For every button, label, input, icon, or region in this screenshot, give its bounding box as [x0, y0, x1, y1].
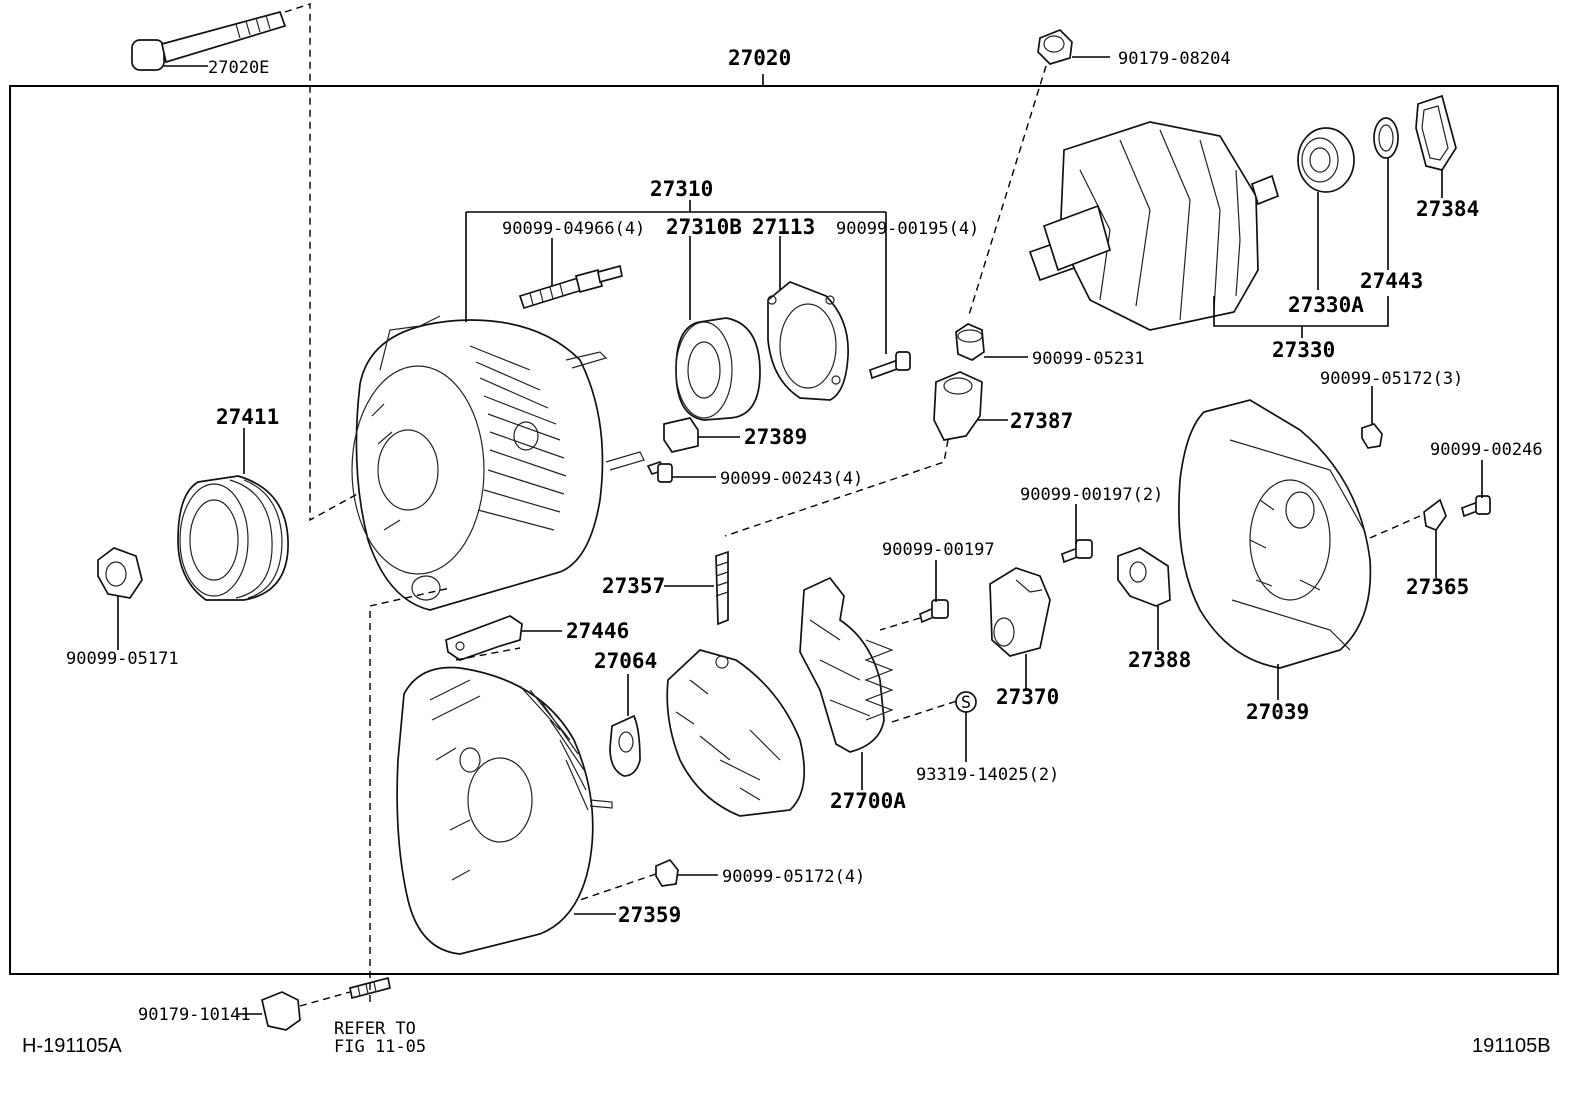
s-symbol-label: S: [961, 693, 971, 713]
bolt-27020E-part[interactable]: [131, 10, 287, 71]
label-fig-reference: FIG 11-05: [334, 1037, 426, 1057]
label-27387: 27387: [1010, 409, 1073, 433]
label-27064: 27064: [594, 649, 657, 673]
label-27020E: 27020E: [208, 58, 269, 78]
label-90099-05231: 90099-05231: [1032, 349, 1145, 369]
terminal-27365-part[interactable]: [1423, 498, 1447, 532]
bushing-27387-part[interactable]: [933, 371, 983, 441]
label-27443: 27443: [1360, 269, 1423, 293]
label-27384: 27384: [1416, 197, 1479, 221]
terminal-27446-part[interactable]: [445, 615, 523, 661]
label-27359: 27359: [618, 903, 681, 927]
label-27365: 27365: [1406, 575, 1469, 599]
s-symbol-washer: S: [955, 691, 977, 713]
label-93319-14025: 93319-14025(2): [916, 765, 1059, 785]
bearing-27330A-part[interactable]: [1297, 127, 1355, 193]
brush-holder-27370-part[interactable]: [989, 567, 1051, 657]
label-27446: 27446: [566, 619, 629, 643]
regulator-27700A-part[interactable]: [799, 576, 894, 753]
label-27020: 27020: [728, 46, 791, 70]
plate-27113-part[interactable]: [767, 281, 849, 401]
label-27389: 27389: [744, 425, 807, 449]
label-27357: 27357: [602, 574, 665, 598]
rotor-part[interactable]: [1028, 121, 1280, 331]
nut-90179-08204-part[interactable]: [1037, 29, 1073, 65]
label-90099-00246: 90099-00246: [1430, 440, 1543, 460]
screw-90099-00195-part[interactable]: [868, 351, 911, 380]
nut-90099-05172-4-part[interactable]: [655, 858, 679, 887]
bearing-27310B-part[interactable]: [675, 317, 761, 421]
nut-90099-05171-part[interactable]: [97, 547, 143, 599]
label-27113: 27113: [752, 215, 815, 239]
label-27388: 27388: [1128, 648, 1191, 672]
cover-27388-part[interactable]: [1117, 547, 1171, 607]
label-27330: 27330: [1272, 338, 1335, 362]
rectifier-end-frame-27359-part[interactable]: [396, 666, 613, 955]
label-27411: 27411: [216, 405, 279, 429]
cap-90099-05231-part[interactable]: [955, 323, 985, 361]
label-27310B: 27310B: [666, 215, 742, 239]
cap-27389-part[interactable]: [663, 417, 699, 453]
label-27330A: 27330A: [1288, 293, 1364, 317]
label-90099-05172-3: 90099-05172(3): [1320, 369, 1463, 389]
label-90099-05171: 90099-05171: [66, 649, 179, 669]
screw-90099-00246-part[interactable]: [1460, 495, 1491, 518]
label-90099-00195: 90099-00195(4): [836, 219, 979, 239]
label-90179-08204: 90179-08204: [1118, 49, 1231, 69]
label-27039: 27039: [1246, 700, 1309, 724]
insulator-27064-part[interactable]: [609, 714, 641, 777]
assembly-frame: [9, 85, 1559, 975]
footer-right-code: 191105B: [1472, 1035, 1551, 1057]
label-90099-00197-2: 90099-00197(2): [1020, 485, 1163, 505]
label-90099-00243: 90099-00243(4): [720, 469, 863, 489]
washer-27443-part[interactable]: [1373, 117, 1399, 159]
drive-end-frame-part[interactable]: [351, 315, 645, 611]
label-90099-00197: 90099-00197: [882, 540, 995, 560]
rectifier-27357-part[interactable]: [666, 550, 806, 817]
screw-90099-00197-2-part[interactable]: [1060, 539, 1093, 564]
stud-90099-04966-part[interactable]: [518, 264, 623, 310]
nut-90099-05172-3-part[interactable]: [1361, 423, 1383, 449]
label-27700A: 27700A: [830, 789, 906, 813]
footer-left-code: H-191105A: [22, 1035, 122, 1057]
screw-90099-00243-part[interactable]: [646, 460, 673, 483]
label-90179-10141: 90179-10141: [138, 1005, 251, 1025]
cover-27384-part[interactable]: [1415, 94, 1457, 171]
pulley-27411-part[interactable]: [177, 475, 289, 601]
label-90099-05172-4: 90099-05172(4): [722, 867, 865, 887]
label-refer-to: REFER TO: [334, 1019, 416, 1039]
label-27370: 27370: [996, 685, 1059, 709]
label-27310: 27310: [650, 177, 713, 201]
screw-90099-00197-part[interactable]: [918, 599, 949, 624]
label-90099-04966: 90099-04966(4): [502, 219, 645, 239]
rear-cover-27039-part[interactable]: [1178, 399, 1372, 669]
